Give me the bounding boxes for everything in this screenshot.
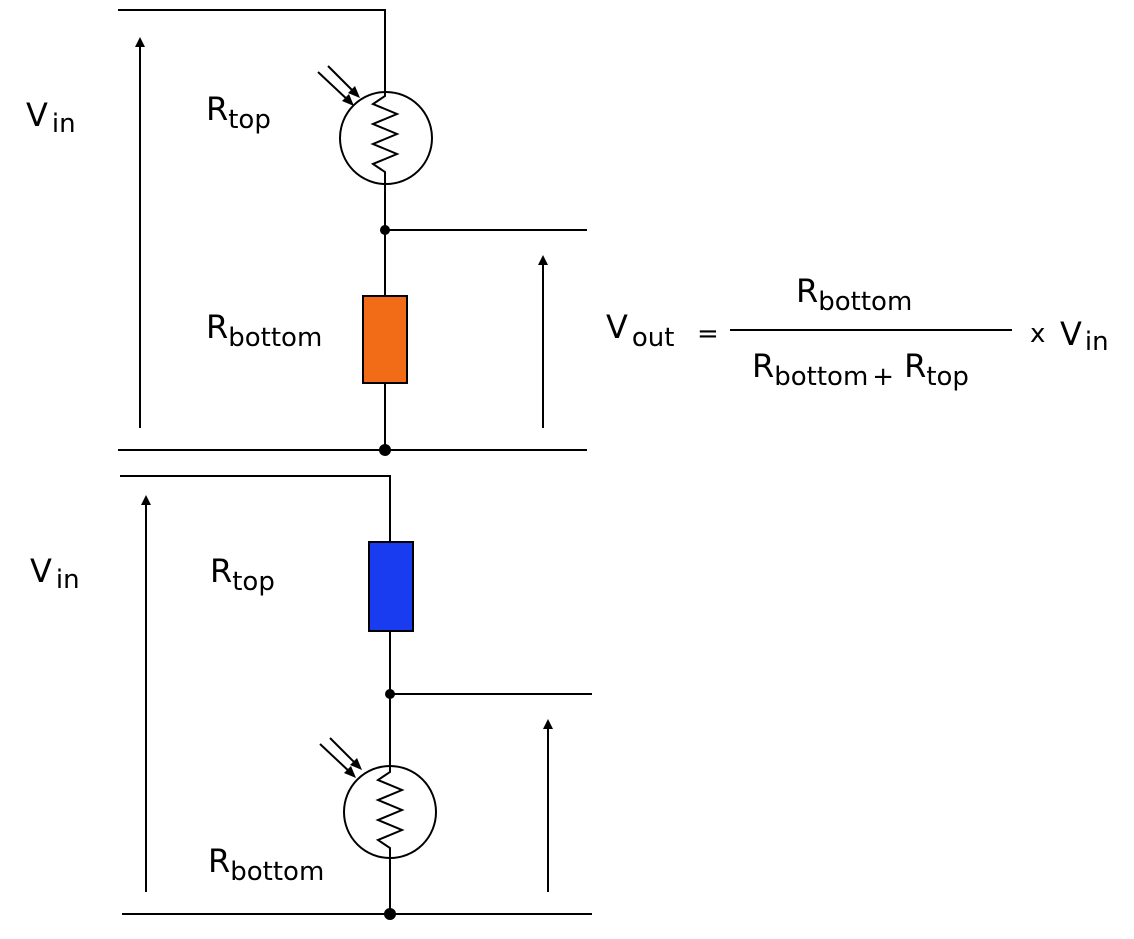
top-circuit-supply-wire: [118, 9, 386, 86]
light-arrow-icon: [317, 71, 351, 103]
formula-times: x: [1030, 319, 1045, 349]
fixed-resistor: [368, 541, 414, 632]
formula-numerator: Rbottom: [796, 272, 912, 317]
light-arrow-icon: [329, 737, 359, 767]
light-arrow-icon: [327, 65, 357, 95]
r-top-label: Rtop: [210, 552, 275, 597]
r-bottom-label: Rbottom: [208, 842, 324, 887]
r-bottom-label: Rbottom: [206, 308, 322, 353]
formula-denominator: Rbottom+Rtop: [752, 347, 969, 392]
ldr-icon: [319, 737, 437, 859]
ldr-icon: [317, 65, 433, 185]
light-arrow-icon: [319, 743, 353, 775]
formula-equals: =: [697, 319, 719, 349]
r-top-label: Rtop: [206, 90, 271, 135]
bottom-circuit-supply-wire: [120, 475, 391, 542]
fixed-resistor: [362, 295, 408, 384]
